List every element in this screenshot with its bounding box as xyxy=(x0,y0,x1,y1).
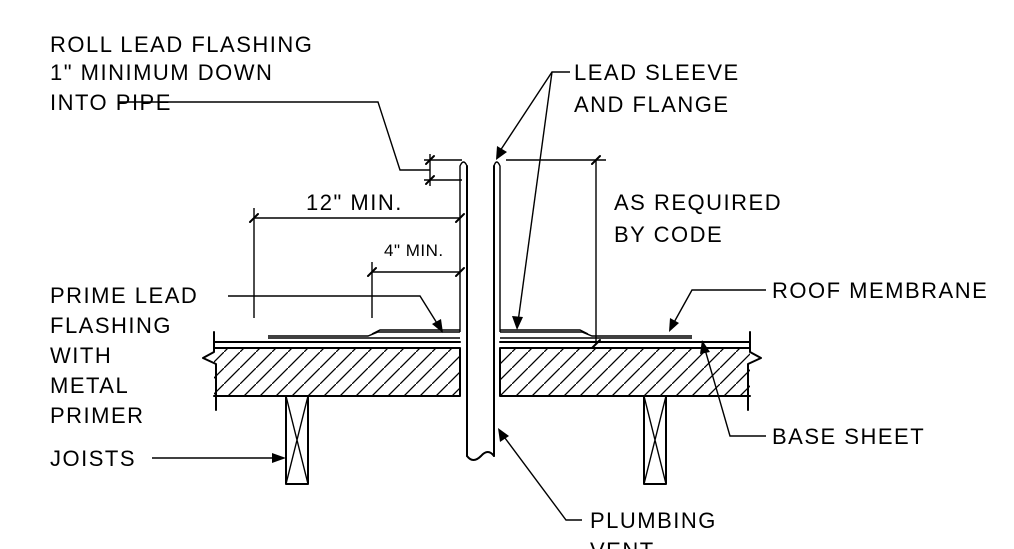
label-roof-membrane: ROOF MEMBRANE xyxy=(772,278,988,303)
leader-plumbing-vent xyxy=(501,433,582,521)
joists xyxy=(285,395,667,485)
dimensions xyxy=(249,154,606,349)
dim-roll-ticks xyxy=(425,155,435,185)
joist-right-x xyxy=(643,395,667,485)
flange-right-lower xyxy=(500,329,589,335)
break-line-right xyxy=(747,331,762,411)
flange-left-upper xyxy=(268,331,460,337)
label-prime-lead-5: PRIMER xyxy=(50,403,145,428)
arrow-sleeve xyxy=(496,146,507,160)
leader-prime-lead xyxy=(228,295,441,329)
joist-right xyxy=(643,395,667,485)
deck-left-outline xyxy=(213,347,461,397)
label-4-min: 4" MIN. xyxy=(384,241,444,260)
leader-roll-lead xyxy=(118,101,430,171)
deck-right-hatch xyxy=(500,348,750,396)
label-joists: JOISTS xyxy=(50,446,136,471)
break-line-left xyxy=(202,331,217,411)
leader-flange xyxy=(517,71,553,323)
arrow-base-sheet xyxy=(700,340,710,354)
dim-4-ticks xyxy=(367,267,465,277)
label-plumbing-vent-1: PLUMBING xyxy=(590,508,717,533)
label-plumbing-vent-2: VENT xyxy=(590,538,655,549)
label-prime-lead-1: PRIME LEAD xyxy=(50,283,198,308)
arrow-plumbing-vent xyxy=(498,428,509,442)
label-as-required-2: BY CODE xyxy=(614,222,723,247)
label-prime-lead-3: WITH xyxy=(50,343,112,368)
flange-left-lower xyxy=(371,329,460,335)
text-labels: ROLL LEAD FLASHING 1" MINIMUM DOWN INTO … xyxy=(50,32,988,549)
label-12-min: 12" MIN. xyxy=(306,190,403,215)
label-as-required-1: AS REQUIRED xyxy=(614,190,782,215)
label-roll-lead-1: ROLL LEAD FLASHING xyxy=(50,32,313,57)
label-roll-lead-3: INTO PIPE xyxy=(50,90,172,115)
roof-deck xyxy=(202,331,762,411)
leader-membrane xyxy=(671,289,766,327)
leaders xyxy=(118,71,766,521)
leader-sleeve xyxy=(497,71,570,155)
arrow-membrane xyxy=(669,318,679,332)
label-base-sheet: BASE SHEET xyxy=(772,424,925,449)
label-prime-lead-2: FLASHING xyxy=(50,313,172,338)
label-prime-lead-4: METAL xyxy=(50,373,129,398)
dim-12-ticks xyxy=(249,213,465,223)
roof-layers xyxy=(213,337,751,343)
joist-left xyxy=(285,395,309,485)
leader-base-sheet xyxy=(703,345,766,437)
label-lead-sleeve-1: LEAD SLEEVE xyxy=(574,60,740,85)
arrow-joists xyxy=(272,453,286,463)
label-roll-lead-2: 1" MINIMUM DOWN xyxy=(50,60,273,85)
deck-right-outline xyxy=(499,347,751,397)
label-lead-sleeve-2: AND FLANGE xyxy=(574,92,730,117)
arrow-prime-lead xyxy=(432,319,443,333)
dim-height-ticks xyxy=(591,155,601,349)
sleeve-right xyxy=(493,161,501,332)
pipe-break-end xyxy=(466,451,495,461)
arrow-flange xyxy=(512,316,523,330)
lead-flange xyxy=(268,329,692,337)
deck-left-hatch xyxy=(214,348,460,396)
sleeve-left xyxy=(459,161,468,332)
plumbing-pipe xyxy=(459,161,501,461)
joist-left-x xyxy=(285,395,309,485)
